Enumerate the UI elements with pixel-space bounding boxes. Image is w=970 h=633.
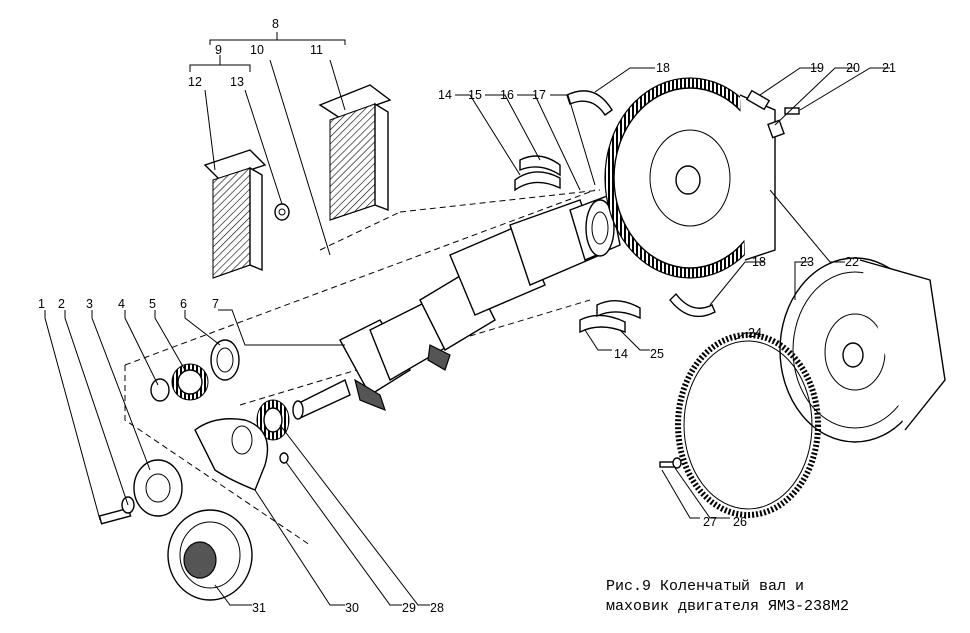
callout-9: 9 (215, 43, 222, 57)
callout-16: 16 (500, 88, 514, 102)
callout-24: 24 (748, 326, 762, 340)
callout-26: 26 (733, 515, 747, 529)
key-29 (279, 452, 289, 464)
callout-18: 18 (656, 61, 670, 75)
flywheel-23 (779, 257, 946, 443)
callout-6: 6 (180, 297, 187, 311)
bolts-19-21 (745, 89, 800, 139)
callout-23: 23 (800, 255, 814, 269)
callout-2: 2 (58, 297, 65, 311)
leader-lines (44, 32, 890, 606)
callout-30: 30 (345, 601, 359, 615)
callout-28: 28 (430, 601, 444, 615)
callout-12: 12 (188, 75, 202, 89)
caption-line-2: маховик двигателя ЯМЗ-238М2 (606, 598, 849, 615)
callout-20: 20 (846, 61, 860, 75)
callout-14: 14 (438, 88, 452, 102)
bearing-shells-15 (514, 155, 561, 192)
counterweight-30 (194, 418, 269, 491)
seal-6 (210, 339, 240, 381)
callout-18-second: 18 (752, 255, 766, 269)
callout-19: 19 (810, 61, 824, 75)
callout-11: 11 (310, 43, 323, 57)
gear-28 (256, 399, 290, 441)
bolt-1-2 (98, 496, 135, 525)
bearing-shells-25 (579, 300, 641, 334)
pulley-3 (133, 459, 183, 517)
callout-8: 8 (272, 17, 279, 31)
callout-3: 3 (86, 297, 93, 311)
callout-4: 4 (118, 297, 125, 311)
callout-15: 15 (468, 88, 482, 102)
callout-29: 29 (402, 601, 416, 615)
nut-13 (274, 203, 290, 221)
callout-labels: 1 2 3 4 5 6 7 8 9 10 11 12 13 14 15 16 1… (38, 17, 896, 615)
washer-4 (150, 378, 170, 402)
bearing-package-9 (203, 149, 267, 279)
callout-21: 21 (882, 61, 896, 75)
gear-5 (171, 363, 209, 401)
callout-27: 27 (703, 515, 717, 529)
flywheel-22 (604, 77, 776, 279)
callout-10: 10 (250, 43, 264, 57)
callout-17: 17 (532, 88, 546, 102)
callout-5: 5 (149, 297, 156, 311)
bearing-package-11 (318, 84, 392, 221)
callout-25: 25 (650, 347, 664, 361)
thrust-half-ring-18-top (566, 90, 613, 116)
caption-line-1: Рис.9 Коленчатый вал и (606, 578, 804, 595)
bolt-26-27 (659, 457, 682, 469)
callout-1: 1 (38, 297, 45, 311)
figure-caption: Рис.9 Коленчатый вал и маховик двигателя… (606, 578, 849, 615)
callout-22: 22 (845, 255, 859, 269)
thrust-half-ring-18-bottom (669, 292, 716, 318)
callout-13: 13 (230, 75, 244, 89)
callout-7: 7 (212, 297, 219, 311)
pulley-31 (167, 509, 253, 601)
callout-14-second: 14 (614, 347, 628, 361)
crankshaft (292, 194, 621, 420)
ring-gear-24 (675, 332, 821, 518)
callout-31: 31 (252, 601, 266, 615)
